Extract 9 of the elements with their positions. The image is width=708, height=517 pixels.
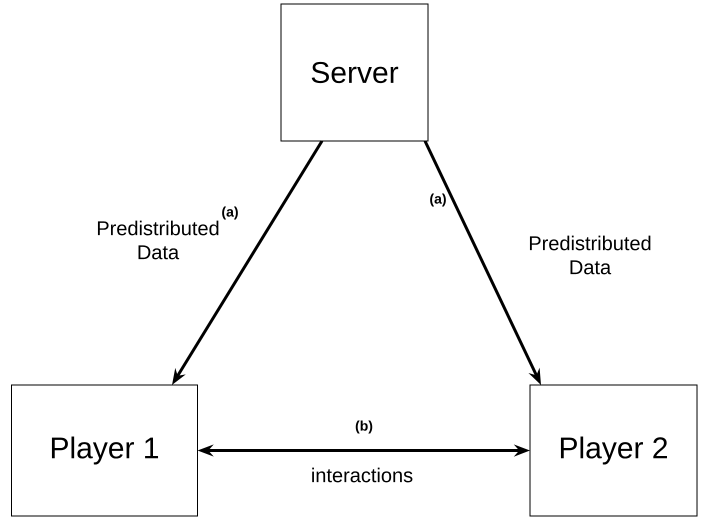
label-text: Predistributed Data <box>98 220 218 260</box>
edge-label: (a) <box>430 193 446 207</box>
box: Player 2 <box>530 384 698 516</box>
label-text: Predistributed Data <box>530 236 650 274</box>
edge-label: (b) <box>356 420 372 434</box>
edge-label: (a) <box>222 206 238 220</box>
label-text: interactions <box>312 468 412 482</box>
box: Server <box>280 4 428 142</box>
box: Player 1 <box>11 384 198 516</box>
